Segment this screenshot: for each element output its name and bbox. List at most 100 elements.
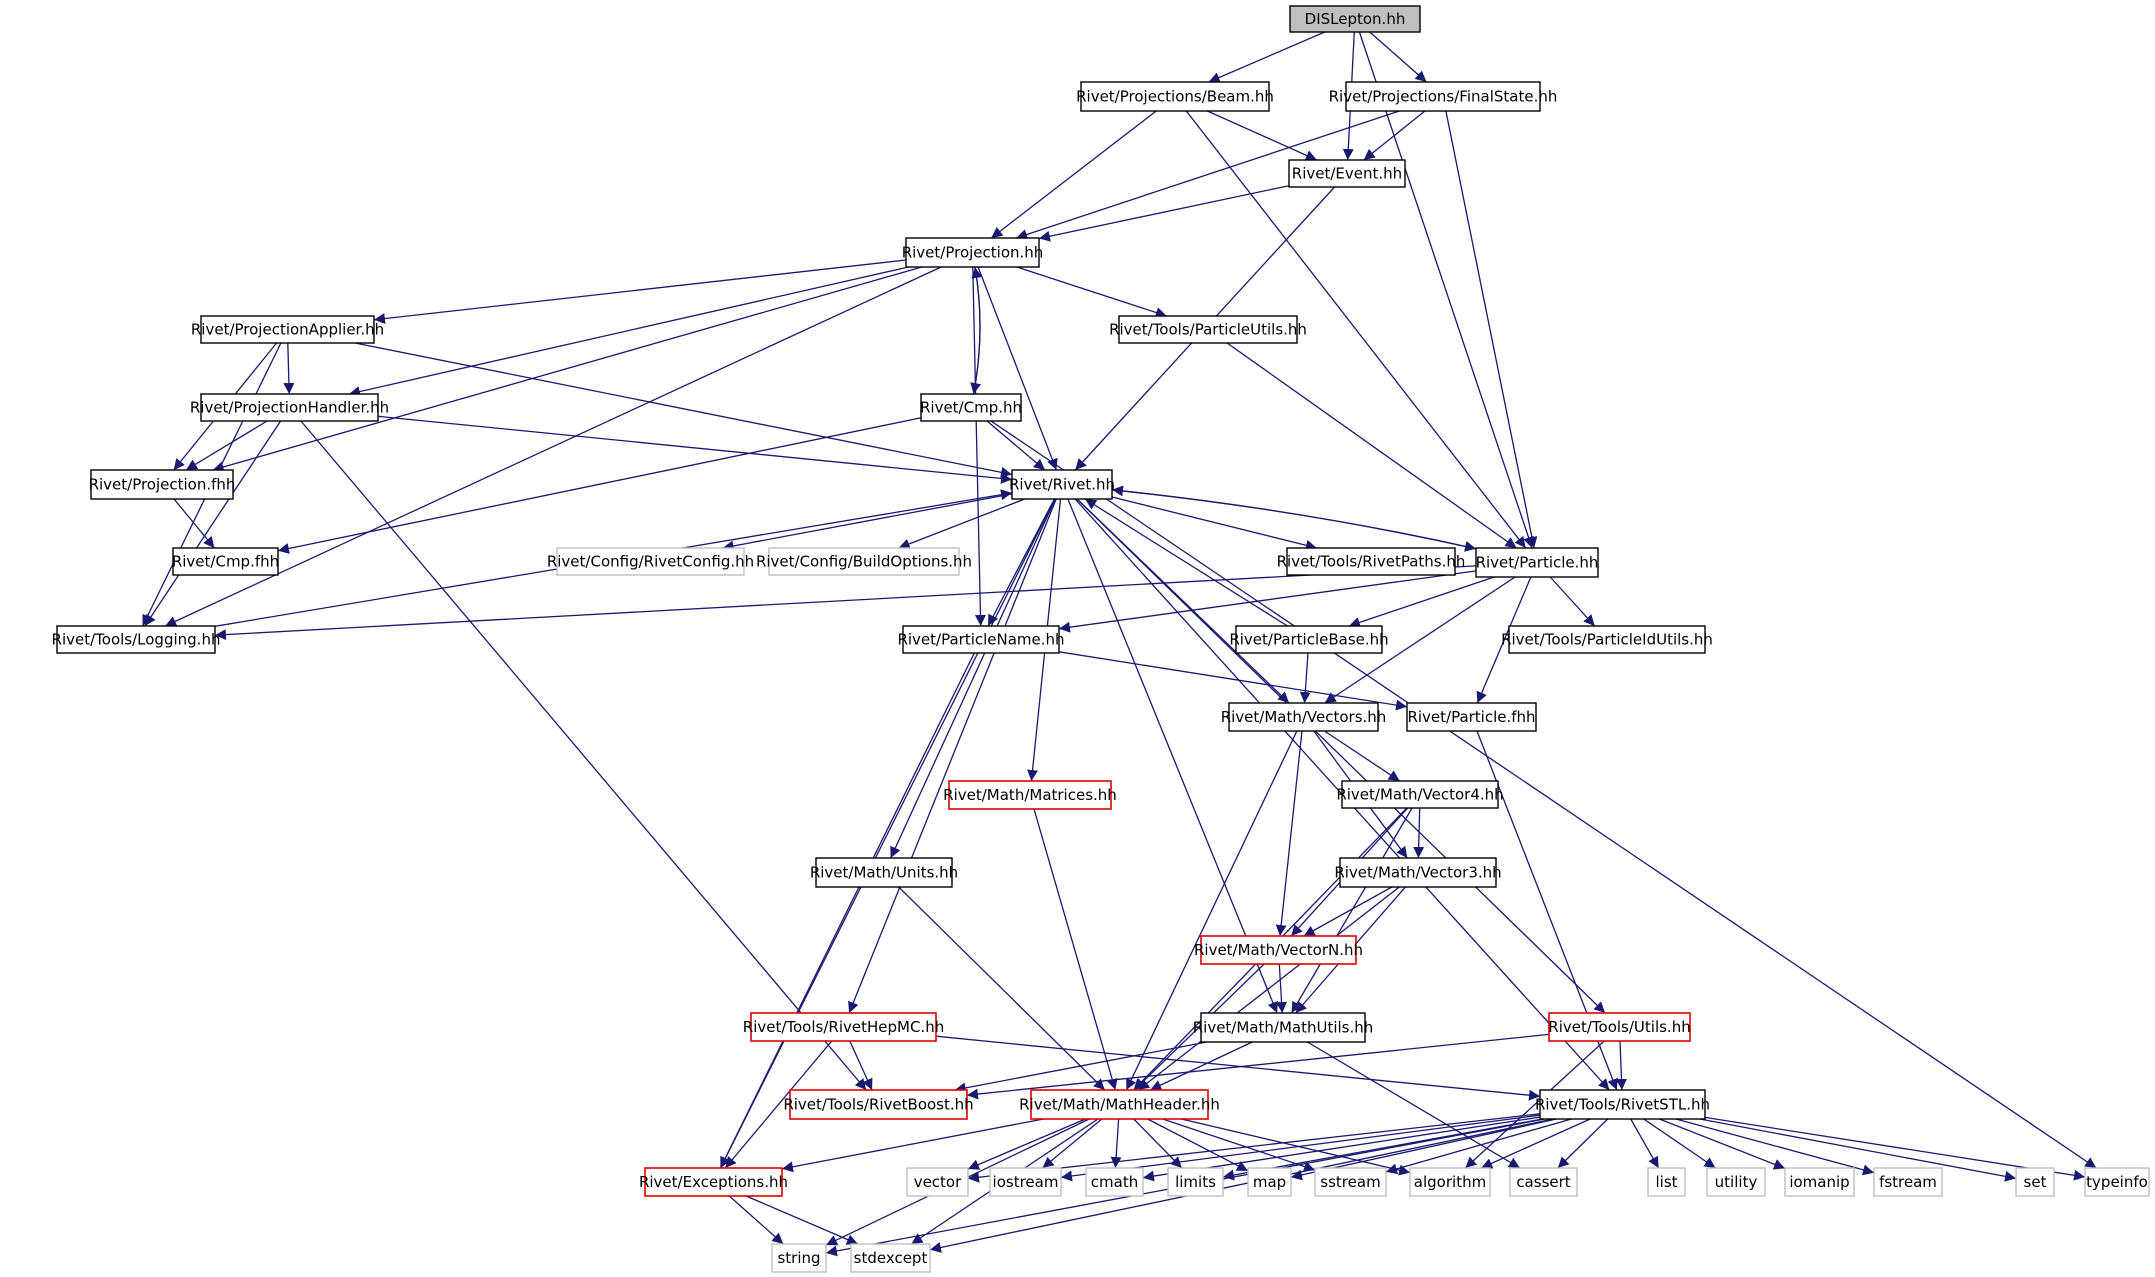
- node-label: Rivet/ProjectionHandler.hh: [190, 399, 389, 417]
- node-rivet-projections-beam-hh[interactable]: Rivet/Projections/Beam.hh: [1076, 81, 1274, 112]
- node-rivet-event-hh[interactable]: Rivet/Event.hh: [1288, 159, 1406, 188]
- edge-rivet-math-mathheader-hh-to-algorithm: [1181, 1118, 1411, 1176]
- node-fstream: fstream: [1873, 1167, 1943, 1197]
- node-iomanip: iomanip: [1784, 1167, 1855, 1197]
- node-rivet-tools-rivetpaths-hh[interactable]: Rivet/Tools/RivetPaths.hh: [1277, 547, 1466, 576]
- edge-rivet-projection-fhh-to-rivet-cmp-fhh: [173, 498, 215, 549]
- node-label: Rivet/Tools/RivetPaths.hh: [1277, 553, 1466, 571]
- edge-rivet-exceptions-hh-to-stdexcept: [745, 1195, 859, 1245]
- edge-rivet-event-hh-to-rivet-projection-hh: [1038, 185, 1290, 242]
- edge-rivet-tools-rivetstl-hh-to-utility: [1643, 1118, 1716, 1169]
- node-rivet-math-vector3-hh[interactable]: Rivet/Math/Vector3.hh: [1334, 857, 1502, 888]
- node-label: typeinfo: [2086, 1173, 2148, 1191]
- node-algorithm: algorithm: [1409, 1167, 1491, 1197]
- edge-rivet-rivet-hh-to-rivet-config-rivetconfig-hh: [722, 493, 1013, 552]
- node-box: [1341, 780, 1499, 809]
- node-box: [1548, 1012, 1691, 1042]
- edge-rivet-rivet-hh-to-rivet-math-units-hh: [890, 498, 1056, 859]
- node-box: [906, 1167, 969, 1197]
- node-rivet-math-vectorn-hh[interactable]: Rivet/Math/VectorN.hh: [1194, 935, 1363, 965]
- node-box: [1080, 81, 1270, 112]
- node-stdexcept: stdexcept: [850, 1243, 931, 1273]
- node-rivet-config-rivetconfig-hh: Rivet/Config/RivetConfig.hh: [547, 547, 754, 576]
- node-label: Rivet/ParticleName.hh: [897, 631, 1064, 649]
- node-cassert: cassert: [1509, 1167, 1578, 1197]
- node-rivet-tools-utils-hh[interactable]: Rivet/Tools/Utils.hh: [1548, 1012, 1691, 1042]
- node-rivet-tools-rivetboost-hh[interactable]: Rivet/Tools/RivetBoost.hh: [783, 1089, 974, 1120]
- node-map: map: [1247, 1167, 1292, 1197]
- node-rivet-math-units-hh[interactable]: Rivet/Math/Units.hh: [810, 857, 958, 888]
- node-rivet-particlebase-hh[interactable]: Rivet/ParticleBase.hh: [1229, 625, 1389, 654]
- node-label: Rivet/Math/MathHeader.hh: [1019, 1096, 1220, 1114]
- edge-rivet-math-mathutils-hh-to-cassert: [1307, 1041, 1521, 1169]
- edge-rivet-math-mathheader-hh-to-cmath: [1110, 1118, 1122, 1169]
- edge-rivet-cmp-hh-to-rivet-rivet-hh: [986, 420, 1046, 471]
- node-dislepton-hh: DISLepton.hh: [1289, 5, 1421, 33]
- edge-rivet-tools-rivetstl-hh-to-iomanip: [1659, 1118, 1786, 1170]
- node-label: list: [1655, 1173, 1677, 1191]
- node-box: [850, 1243, 931, 1273]
- node-rivet-tools-particleutils-hh[interactable]: Rivet/Tools/ParticleUtils.hh: [1109, 315, 1307, 344]
- node-typeinfo: typeinfo: [2084, 1167, 2150, 1197]
- edge-rivet-math-vector4-hh-to-rivet-math-vector3-hh: [1413, 807, 1425, 859]
- edge-rivet-projection-hh-to-rivet-projection-fhh: [212, 266, 922, 473]
- node-label: Rivet/Config/RivetConfig.hh: [547, 553, 754, 571]
- edge-rivet-math-vectorn-hh-to-rivet-math-mathheader-hh: [1133, 963, 1265, 1091]
- node-rivet-exceptions-hh[interactable]: Rivet/Exceptions.hh: [639, 1167, 788, 1197]
- edge-rivet-projectionhandler-hh-to-rivet-rivet-hh: [377, 415, 1013, 484]
- node-rivet-cmp-hh[interactable]: Rivet/Cmp.hh: [920, 393, 1022, 422]
- node-rivet-math-mathheader-hh[interactable]: Rivet/Math/MathHeader.hh: [1019, 1089, 1220, 1120]
- edge-rivet-math-vector4-hh-to-rivet-math-mathutils-hh: [1290, 807, 1413, 1014]
- node-rivet-math-mathutils-hh[interactable]: Rivet/Math/MathUtils.hh: [1193, 1012, 1374, 1043]
- node-rivet-particle-hh[interactable]: Rivet/Particle.hh: [1475, 547, 1599, 578]
- node-box: [750, 1012, 937, 1042]
- node-rivet-tools-particleidutils-hh[interactable]: Rivet/Tools/ParticleIdUtils.hh: [1501, 625, 1713, 654]
- node-box: [1706, 1167, 1766, 1197]
- edge-rivet-projections-beam-hh-to-rivet-event-hh: [1207, 110, 1318, 161]
- edge-rivet-projectionapplier-hh-to-rivet-projectionhandler-hh: [283, 342, 295, 395]
- edge-rivet-projection-hh-to-rivet-projectionapplier-hh: [373, 259, 907, 325]
- node-box: [1030, 1089, 1209, 1120]
- node-box: [200, 393, 379, 422]
- edge-rivet-math-vector3-hh-to-rivet-math-mathheader-hh: [1137, 886, 1400, 1091]
- node-rivet-math-matrices-hh[interactable]: Rivet/Math/Matrices.hh: [943, 780, 1117, 810]
- node-box: [172, 547, 279, 576]
- node-rivet-tools-rivethepmc-hh[interactable]: Rivet/Tools/RivetHepMC.hh: [743, 1012, 944, 1042]
- node-box: [1200, 935, 1357, 965]
- edge-rivet-tools-rivetstl-hh-to-sstream: [1385, 1118, 1572, 1175]
- node-rivet-particlename-hh[interactable]: Rivet/ParticleName.hh: [897, 625, 1065, 654]
- node-rivet-rivet-hh[interactable]: Rivet/Rivet.hh: [1009, 469, 1115, 500]
- node-rivet-projectionhandler-hh[interactable]: Rivet/ProjectionHandler.hh: [190, 393, 389, 422]
- node-box: [200, 315, 375, 344]
- node-box: [1288, 159, 1406, 188]
- node-box: [768, 547, 960, 576]
- node-box: [1409, 1167, 1491, 1197]
- node-label: Rivet/Math/Vectors.hh: [1221, 708, 1387, 726]
- node-rivet-tools-logging-hh[interactable]: Rivet/Tools/Logging.hh: [52, 625, 221, 654]
- node-rivet-tools-rivetstl-hh[interactable]: Rivet/Tools/RivetSTL.hh: [1535, 1089, 1710, 1120]
- node-rivet-cmp-fhh[interactable]: Rivet/Cmp.fhh: [172, 547, 279, 576]
- node-rivet-math-vectors-hh[interactable]: Rivet/Math/Vectors.hh: [1221, 702, 1387, 732]
- node-rivet-math-vector4-hh[interactable]: Rivet/Math/Vector4.hh: [1336, 780, 1504, 809]
- node-rivet-particle-fhh[interactable]: Rivet/Particle.fhh: [1406, 702, 1537, 732]
- node-rivet-projectionapplier-hh[interactable]: Rivet/ProjectionApplier.hh: [191, 315, 384, 344]
- edge-rivet-particle-hh-to-rivet-math-vectors-hh: [1324, 576, 1516, 704]
- node-box: [2015, 1167, 2055, 1197]
- node-box: [1235, 625, 1383, 654]
- node-rivet-projections-finalstate-hh[interactable]: Rivet/Projections/FinalState.hh: [1329, 81, 1558, 112]
- edge-rivet-math-vectors-hh-to-rivet-math-vector4-hh: [1324, 730, 1401, 782]
- node-rivet-projection-hh[interactable]: Rivet/Projection.hh: [902, 237, 1044, 268]
- node-rivet-projection-fhh[interactable]: Rivet/Projection.fhh: [89, 469, 236, 500]
- edge-rivet-tools-rivetstl-hh-to-cassert: [1557, 1118, 1609, 1169]
- node-label: Rivet/Config/BuildOptions.hh: [756, 553, 972, 571]
- node-box: [90, 469, 234, 500]
- edge-rivet-rivet-hh-to-rivet-tools-utils-hh: [1076, 498, 1606, 1014]
- node-box: [1475, 547, 1599, 578]
- node-label: set: [2024, 1173, 2047, 1191]
- edge-rivet-tools-rivethepmc-hh-to-rivet-tools-rivetstl-hh: [935, 1035, 1541, 1101]
- edge-rivet-particlebase-hh-to-rivet-rivet-hh: [1084, 498, 1288, 627]
- node-cmath: cmath: [1085, 1167, 1144, 1197]
- node-box: [1286, 547, 1456, 576]
